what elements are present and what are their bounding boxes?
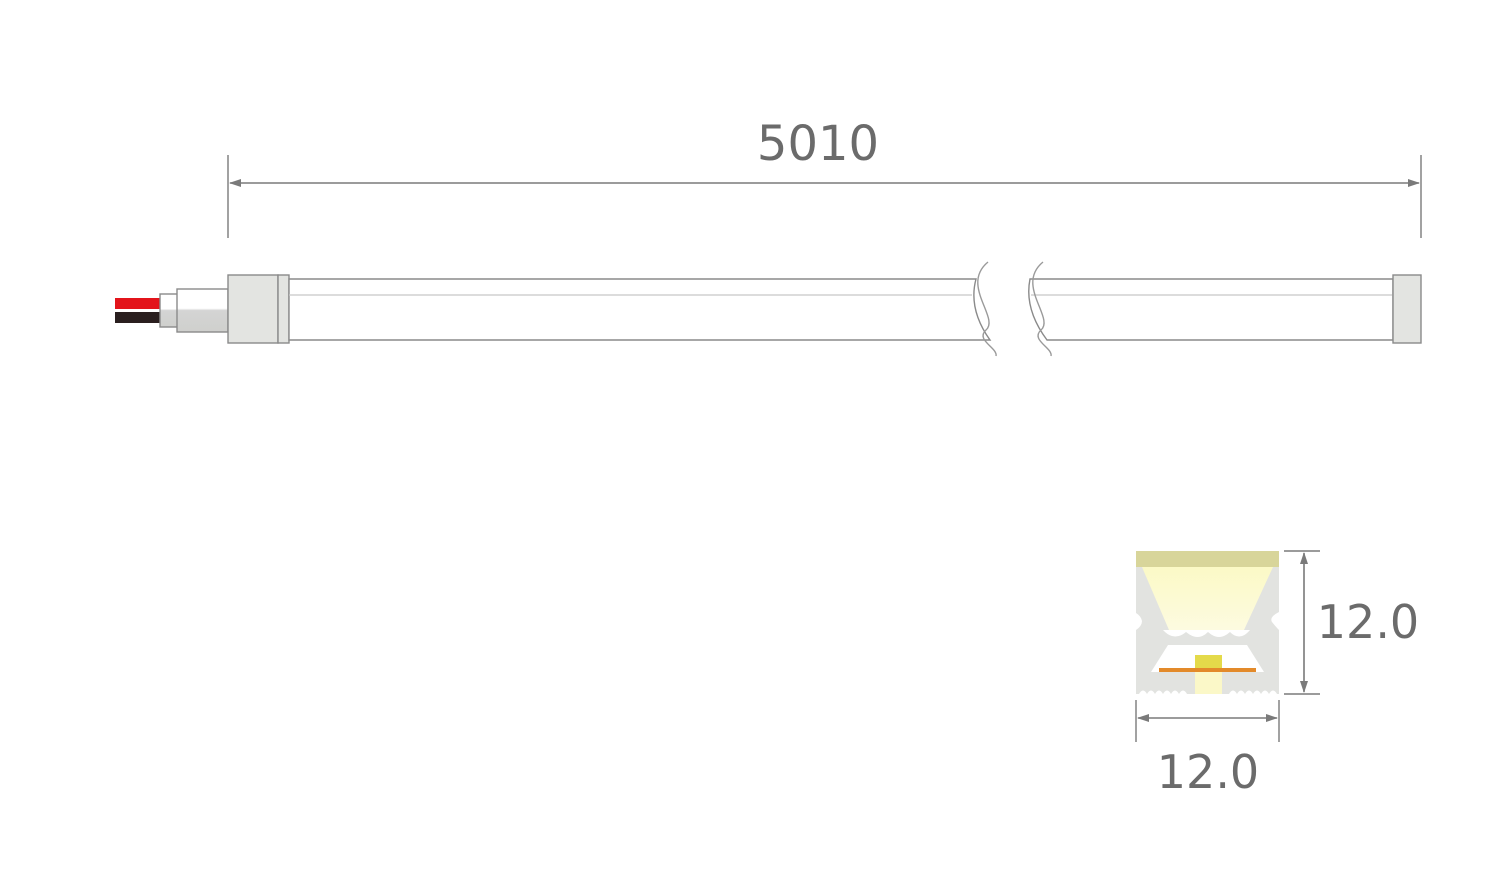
bottom-bumps-left	[1139, 690, 1187, 694]
break-mark-icon	[977, 261, 1052, 357]
light-cone	[1142, 567, 1273, 630]
height-label: 12.0	[1317, 595, 1419, 649]
width-label: 12.0	[1157, 745, 1259, 799]
bottom-bumps-right	[1229, 690, 1277, 694]
strip-cross-section	[1136, 551, 1279, 694]
wire-black	[115, 312, 163, 323]
red-black-power-wire-icon	[115, 298, 163, 323]
wire-red	[115, 298, 163, 309]
length-dimension: 5010	[227, 116, 1422, 238]
end-cap-input	[227, 274, 279, 344]
lens-bumps	[1163, 630, 1250, 637]
diffuser-top	[1136, 551, 1279, 567]
length-label: 5010	[757, 116, 879, 172]
pcb	[1159, 668, 1256, 672]
strip-body-left	[288, 278, 992, 341]
width-dimension: 12.0	[1135, 700, 1280, 799]
cable-gland	[176, 288, 229, 333]
strip-body-right	[1028, 278, 1394, 341]
led-chip	[1195, 655, 1222, 668]
lower-channel	[1195, 672, 1222, 694]
end-cap-tail	[1392, 274, 1422, 344]
strip-side-view	[115, 261, 1422, 357]
end-cap-input-lip	[277, 274, 290, 344]
height-dimension: 12.0	[1284, 550, 1419, 695]
wire-collar	[159, 293, 179, 328]
